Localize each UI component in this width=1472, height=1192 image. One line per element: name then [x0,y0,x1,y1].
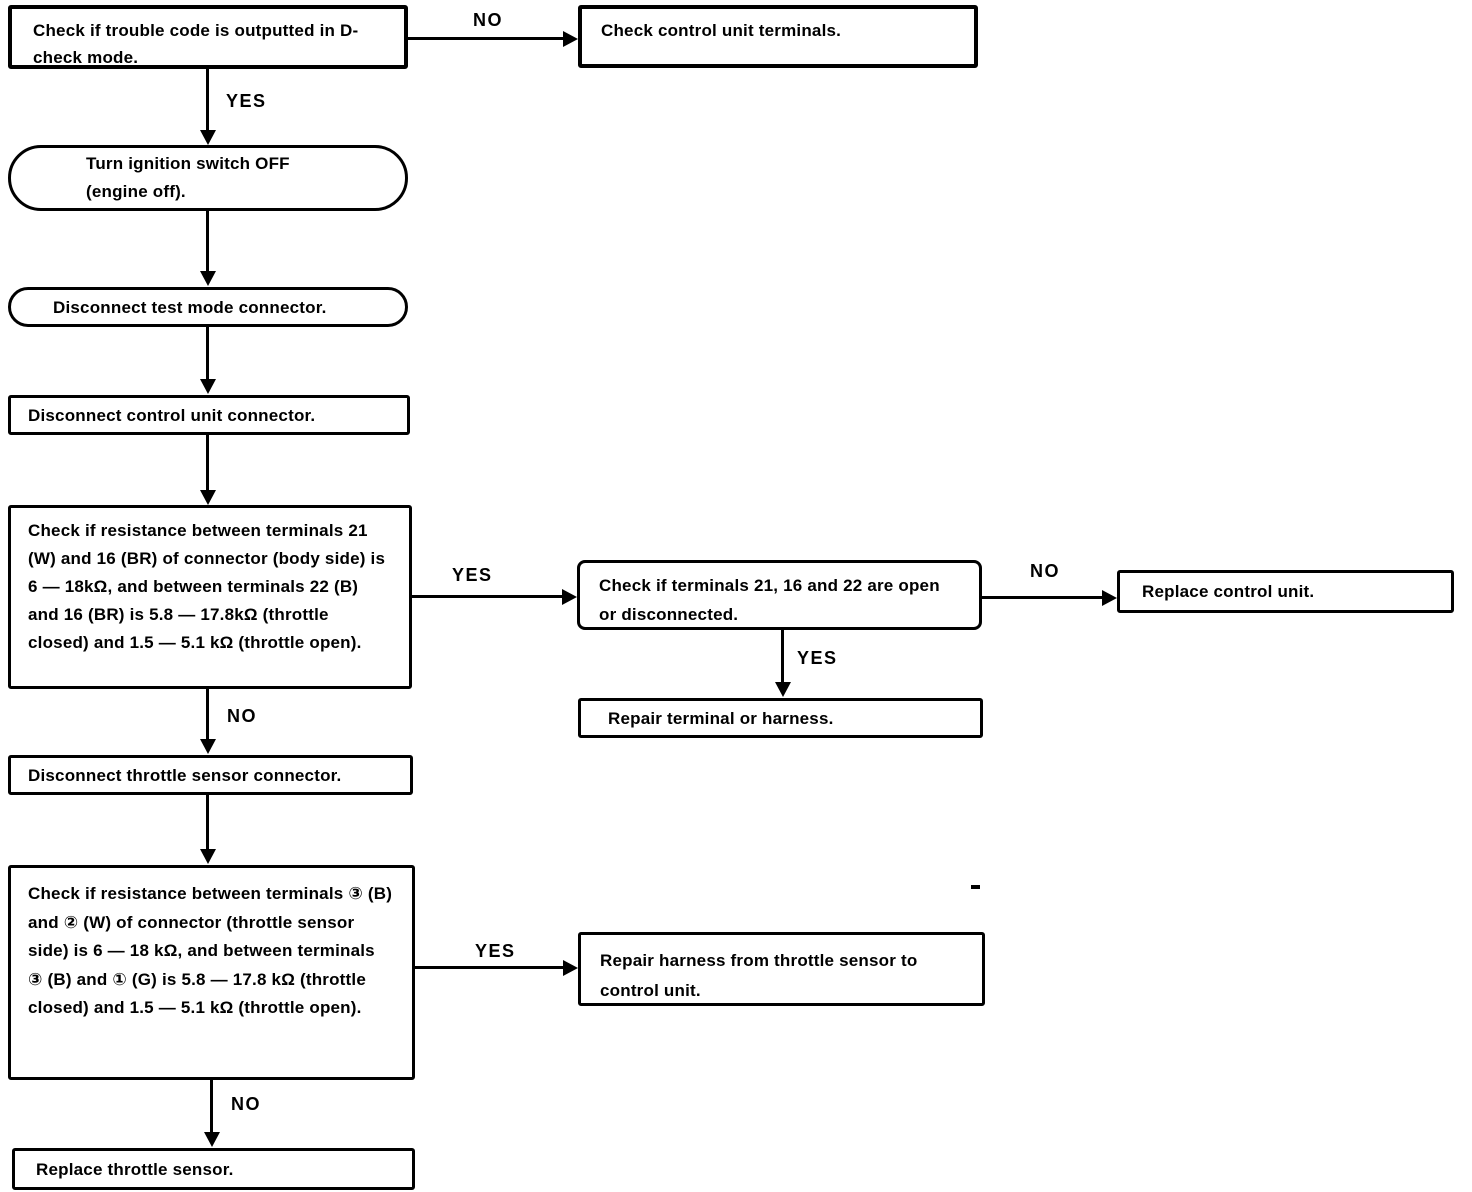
arrowhead-right-icon [563,960,578,976]
edge-line-resistance-sensor-no [210,1080,213,1133]
node-disconnect-throttle-sensor-label: Disconnect throttle sensor connector. [28,765,342,785]
node-replace-control-unit-label: Replace control unit. [1142,582,1315,601]
node-disconnect-control-unit: Disconnect control unit connector. [8,395,410,435]
node-replace-throttle-sensor: Replace throttle sensor. [12,1148,415,1190]
edge-label-terminals-yes: YES [797,648,838,668]
edge-line-j-k [206,795,209,850]
arrowhead-down-icon [200,490,216,505]
node-disconnect-test-mode-label: Disconnect test mode connector. [53,297,327,317]
edge-line-trouble-yes [206,69,209,131]
node-repair-harness-sensor-label: Repair harness from throttle sensor to c… [600,951,918,1000]
node-check-resistance-sensor-side: Check if resistance between terminals ③ … [8,865,415,1080]
arrowhead-right-icon [563,31,578,47]
node-replace-control-unit: Replace control unit. [1117,570,1454,613]
node-check-control-unit-terminals: Check control unit terminals. [578,5,978,68]
edge-line-d-e [206,327,209,380]
edge-label-resistance-body-yes: YES [452,565,493,585]
edge-line-terminals-yes [781,630,784,683]
arrowhead-right-icon [1102,590,1117,606]
edge-line-resistance-sensor-yes [415,966,563,969]
edge-line-e-f [206,435,209,491]
node-check-terminals-open: Check if terminals 21, 16 and 22 are ope… [577,560,982,630]
arrowhead-down-icon [200,379,216,394]
edge-label-resistance-sensor-yes: YES [475,941,516,961]
edge-line-terminals-no [982,596,1102,599]
edge-label-trouble-yes: YES [226,91,267,111]
node-check-resistance-sensor-side-label: Check if resistance between terminals ③ … [28,884,393,1017]
node-turn-ignition-off: Turn ignition switch OFF (engine off). [8,145,408,211]
node-turn-ignition-off-label: Turn ignition switch OFF (engine off). [86,154,290,201]
node-check-terminals-open-label: Check if terminals 21, 16 and 22 are ope… [599,576,940,624]
node-repair-harness-sensor: Repair harness from throttle sensor to c… [578,932,985,1006]
arrowhead-down-icon [200,130,216,145]
node-replace-throttle-sensor-label: Replace throttle sensor. [36,1159,234,1179]
edge-line-c-d [206,211,209,272]
edge-label-terminals-no: NO [1030,561,1060,581]
node-disconnect-control-unit-label: Disconnect control unit connector. [28,405,316,425]
node-disconnect-test-mode: Disconnect test mode connector. [8,287,408,327]
node-disconnect-throttle-sensor: Disconnect throttle sensor connector. [8,755,413,795]
edge-line-trouble-no [408,37,563,40]
arrowhead-down-icon [200,739,216,754]
node-check-resistance-body-side-label: Check if resistance between terminals 21… [28,521,386,652]
node-check-trouble-code-label: Check if trouble code is outputted in D-… [33,21,359,67]
edge-label-resistance-sensor-no: NO [231,1094,261,1114]
edge-label-trouble-no: NO [473,10,503,30]
arrowhead-down-icon [200,849,216,864]
edge-label-resistance-body-no: NO [227,706,257,726]
arrowhead-down-icon [200,271,216,286]
arrowhead-down-icon [775,682,791,697]
node-check-trouble-code: Check if trouble code is outputted in D-… [8,5,408,69]
node-repair-terminal-harness-label: Repair terminal or harness. [608,708,834,728]
edge-line-resistance-body-yes [412,595,562,598]
node-check-resistance-body-side: Check if resistance between terminals 21… [8,505,412,689]
scan-artifact-dash [971,885,980,889]
edge-line-resistance-body-no [206,689,209,740]
node-repair-terminal-harness: Repair terminal or harness. [578,698,983,738]
arrowhead-right-icon [562,589,577,605]
arrowhead-down-icon [204,1132,220,1147]
node-check-control-unit-terminals-label: Check control unit terminals. [601,21,842,40]
